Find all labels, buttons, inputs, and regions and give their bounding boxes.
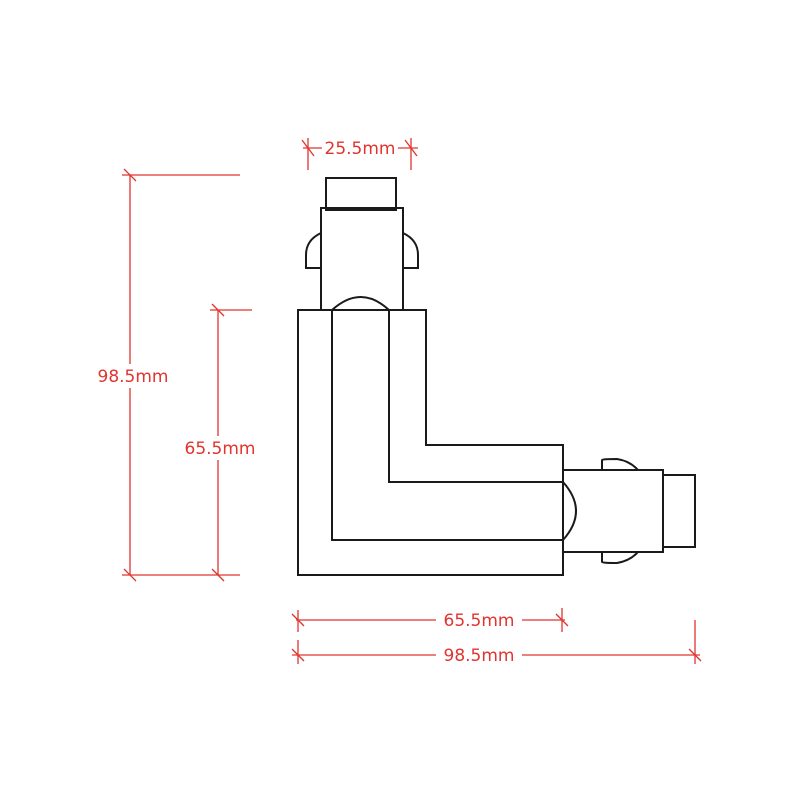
dimension-lines: 25.5mm 98.5mm 65.5mm — [90, 136, 702, 667]
dim-left-inner: 65.5mm — [178, 303, 264, 582]
dim-left-inner-label: 65.5mm — [185, 439, 256, 459]
dim-bottom-overall-label: 98.5mm — [444, 646, 515, 666]
top-left-latch — [305, 232, 322, 269]
top-neck — [320, 207, 404, 311]
right-plug — [662, 474, 696, 548]
l-body-inner-channel — [331, 310, 563, 541]
top-joint-dome — [331, 296, 390, 311]
dim-top-width-label: 25.5mm — [325, 139, 396, 159]
right-bottom-latch — [601, 551, 639, 565]
right-joint-dome — [562, 481, 577, 541]
dim-bottom-inner: 65.5mm — [291, 608, 569, 632]
l-body-outer — [297, 309, 564, 576]
dim-top-width: 25.5mm — [301, 136, 418, 170]
dim-bottom-overall: 98.5mm — [291, 620, 702, 667]
dim-left-overall: 98.5mm — [90, 168, 240, 582]
dim-bottom-inner-label: 65.5mm — [444, 611, 515, 631]
dim-left-overall-label: 98.5mm — [98, 367, 169, 387]
right-neck — [562, 469, 664, 553]
right-top-latch — [601, 457, 639, 471]
top-right-latch — [402, 232, 419, 269]
l-connector-outline — [297, 177, 696, 576]
top-plug — [325, 177, 397, 211]
